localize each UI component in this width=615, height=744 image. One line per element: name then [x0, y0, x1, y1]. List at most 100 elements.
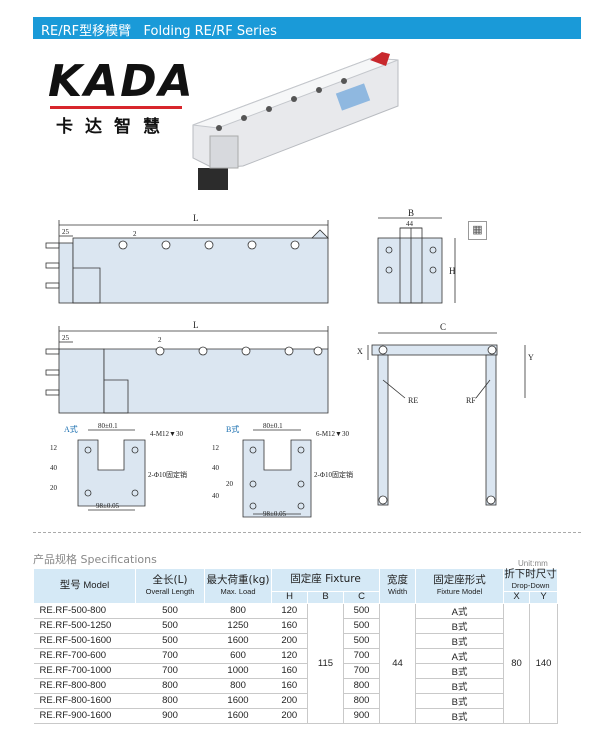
cell-length: 500	[135, 603, 205, 619]
fold-dim-c: C	[440, 322, 446, 332]
b-dim-12: 12	[212, 444, 220, 452]
cell-h: 200	[271, 693, 308, 709]
folding-diagram	[367, 332, 526, 506]
b-dim-80: 80±0.1	[263, 422, 283, 430]
cell-y: 140	[529, 603, 559, 724]
logo-word: KADA	[48, 56, 195, 107]
header-bar: RE/RF型移模臂 Folding RE/RF Series	[33, 17, 581, 39]
a-dim-pin: 2-Φ10固定销	[148, 470, 187, 479]
bottom-dim-2: 2	[158, 336, 162, 344]
cell-fixture-type: B式	[415, 693, 504, 709]
header-y: Y	[529, 590, 559, 604]
header-fixture: 固定座 Fixture	[270, 568, 381, 592]
cell-fixture-type: A式	[415, 648, 504, 664]
fold-label-re: RE	[408, 396, 418, 405]
cell-width: 44	[379, 603, 417, 724]
a-type-fixture	[77, 429, 146, 511]
cell-c: 900	[343, 708, 380, 724]
cell-b: 115	[307, 603, 344, 724]
cell-c: 500	[343, 633, 380, 649]
cell-load: 1600	[204, 633, 272, 649]
cell-load: 800	[204, 678, 272, 694]
cell-load: 1600	[204, 708, 272, 724]
a-type-label: A式	[64, 424, 78, 434]
cell-model: RE.RF-700-1000	[33, 663, 136, 679]
cell-h: 200	[271, 708, 308, 724]
cell-length: 700	[135, 648, 205, 664]
b-type-label: B式	[226, 424, 239, 434]
spec-table: 型号 Model 全长(L)Overall Length 最大荷重(kg)Max…	[33, 568, 559, 724]
header-h: H	[271, 590, 308, 604]
a-dim-40: 40	[50, 464, 58, 472]
unit-label: Unit:mm	[518, 559, 548, 568]
cell-fixture-type: B式	[415, 708, 504, 724]
product-photo	[192, 52, 399, 190]
b-dim-20: 20	[226, 480, 234, 488]
cell-load: 600	[204, 648, 272, 664]
cell-c: 500	[343, 603, 380, 619]
cell-c: 500	[343, 618, 380, 634]
cell-c: 800	[343, 693, 380, 709]
cell-length: 800	[135, 693, 205, 709]
cell-length: 500	[135, 618, 205, 634]
cell-h: 120	[271, 648, 308, 664]
cell-x: 80	[503, 603, 531, 724]
technical-drawings: L 25 2 B 44 H L 25 2 C X Y RE RF A式 80±0…	[45, 52, 534, 518]
cell-model: RE.RF-800-1600	[33, 693, 136, 709]
cell-load: 1600	[204, 693, 272, 709]
a-dim-98: 98±0.05	[96, 502, 120, 510]
fold-dim-x: X	[357, 347, 363, 356]
side-dim-44: 44	[406, 220, 414, 228]
cell-fixture-type: B式	[415, 633, 504, 649]
logo-chinese: 卡达智慧	[56, 117, 172, 137]
top-dim-l: L	[193, 213, 199, 223]
cell-model: RE.RF-500-800	[33, 603, 136, 619]
side-dim-h: H	[449, 266, 456, 276]
header-load: 最大荷重(kg)Max. Load	[204, 568, 272, 604]
cell-h: 120	[271, 603, 308, 619]
cell-model: RE.RF-500-1600	[33, 633, 136, 649]
cell-h: 160	[271, 618, 308, 634]
fold-dim-y: Y	[528, 353, 534, 362]
top-dim-2: 2	[133, 230, 137, 238]
cell-length: 500	[135, 633, 205, 649]
cell-c: 800	[343, 678, 380, 694]
logo-underline	[50, 106, 182, 109]
cell-length: 800	[135, 678, 205, 694]
cell-h: 160	[271, 678, 308, 694]
side-dim-b: B	[408, 208, 414, 218]
top-view-drawing	[45, 220, 329, 304]
header-x: X	[503, 590, 531, 604]
cell-fixture-type: B式	[415, 663, 504, 679]
cell-length: 700	[135, 663, 205, 679]
a-dim-m12: 4-M12▼30	[150, 430, 183, 438]
cell-length: 900	[135, 708, 205, 724]
zoom-icon[interactable]: ▦	[468, 221, 487, 240]
cell-h: 160	[271, 663, 308, 679]
bottom-dim-l: L	[193, 320, 199, 330]
b-dim-pin: 2-Φ10固定销	[314, 470, 353, 479]
cell-load: 1250	[204, 618, 272, 634]
cell-c: 700	[343, 648, 380, 664]
cell-c: 700	[343, 663, 380, 679]
cell-fixture-type: B式	[415, 678, 504, 694]
top-dim-25: 25	[62, 228, 70, 236]
separator	[33, 532, 581, 533]
cell-fixture-type: B式	[415, 618, 504, 634]
a-dim-20: 20	[50, 484, 58, 492]
page-title: RE/RF型移模臂 Folding RE/RF Series	[41, 24, 277, 39]
cell-model: RE.RF-900-1600	[33, 708, 136, 724]
b-dim-98: 98±0.05	[263, 510, 287, 518]
cell-fixture-type: A式	[415, 603, 504, 619]
b-type-fixture	[242, 429, 312, 518]
b-dim-m12: 6-M12▼30	[316, 430, 349, 438]
specs-title: 产品规格 Specifications	[33, 553, 157, 566]
